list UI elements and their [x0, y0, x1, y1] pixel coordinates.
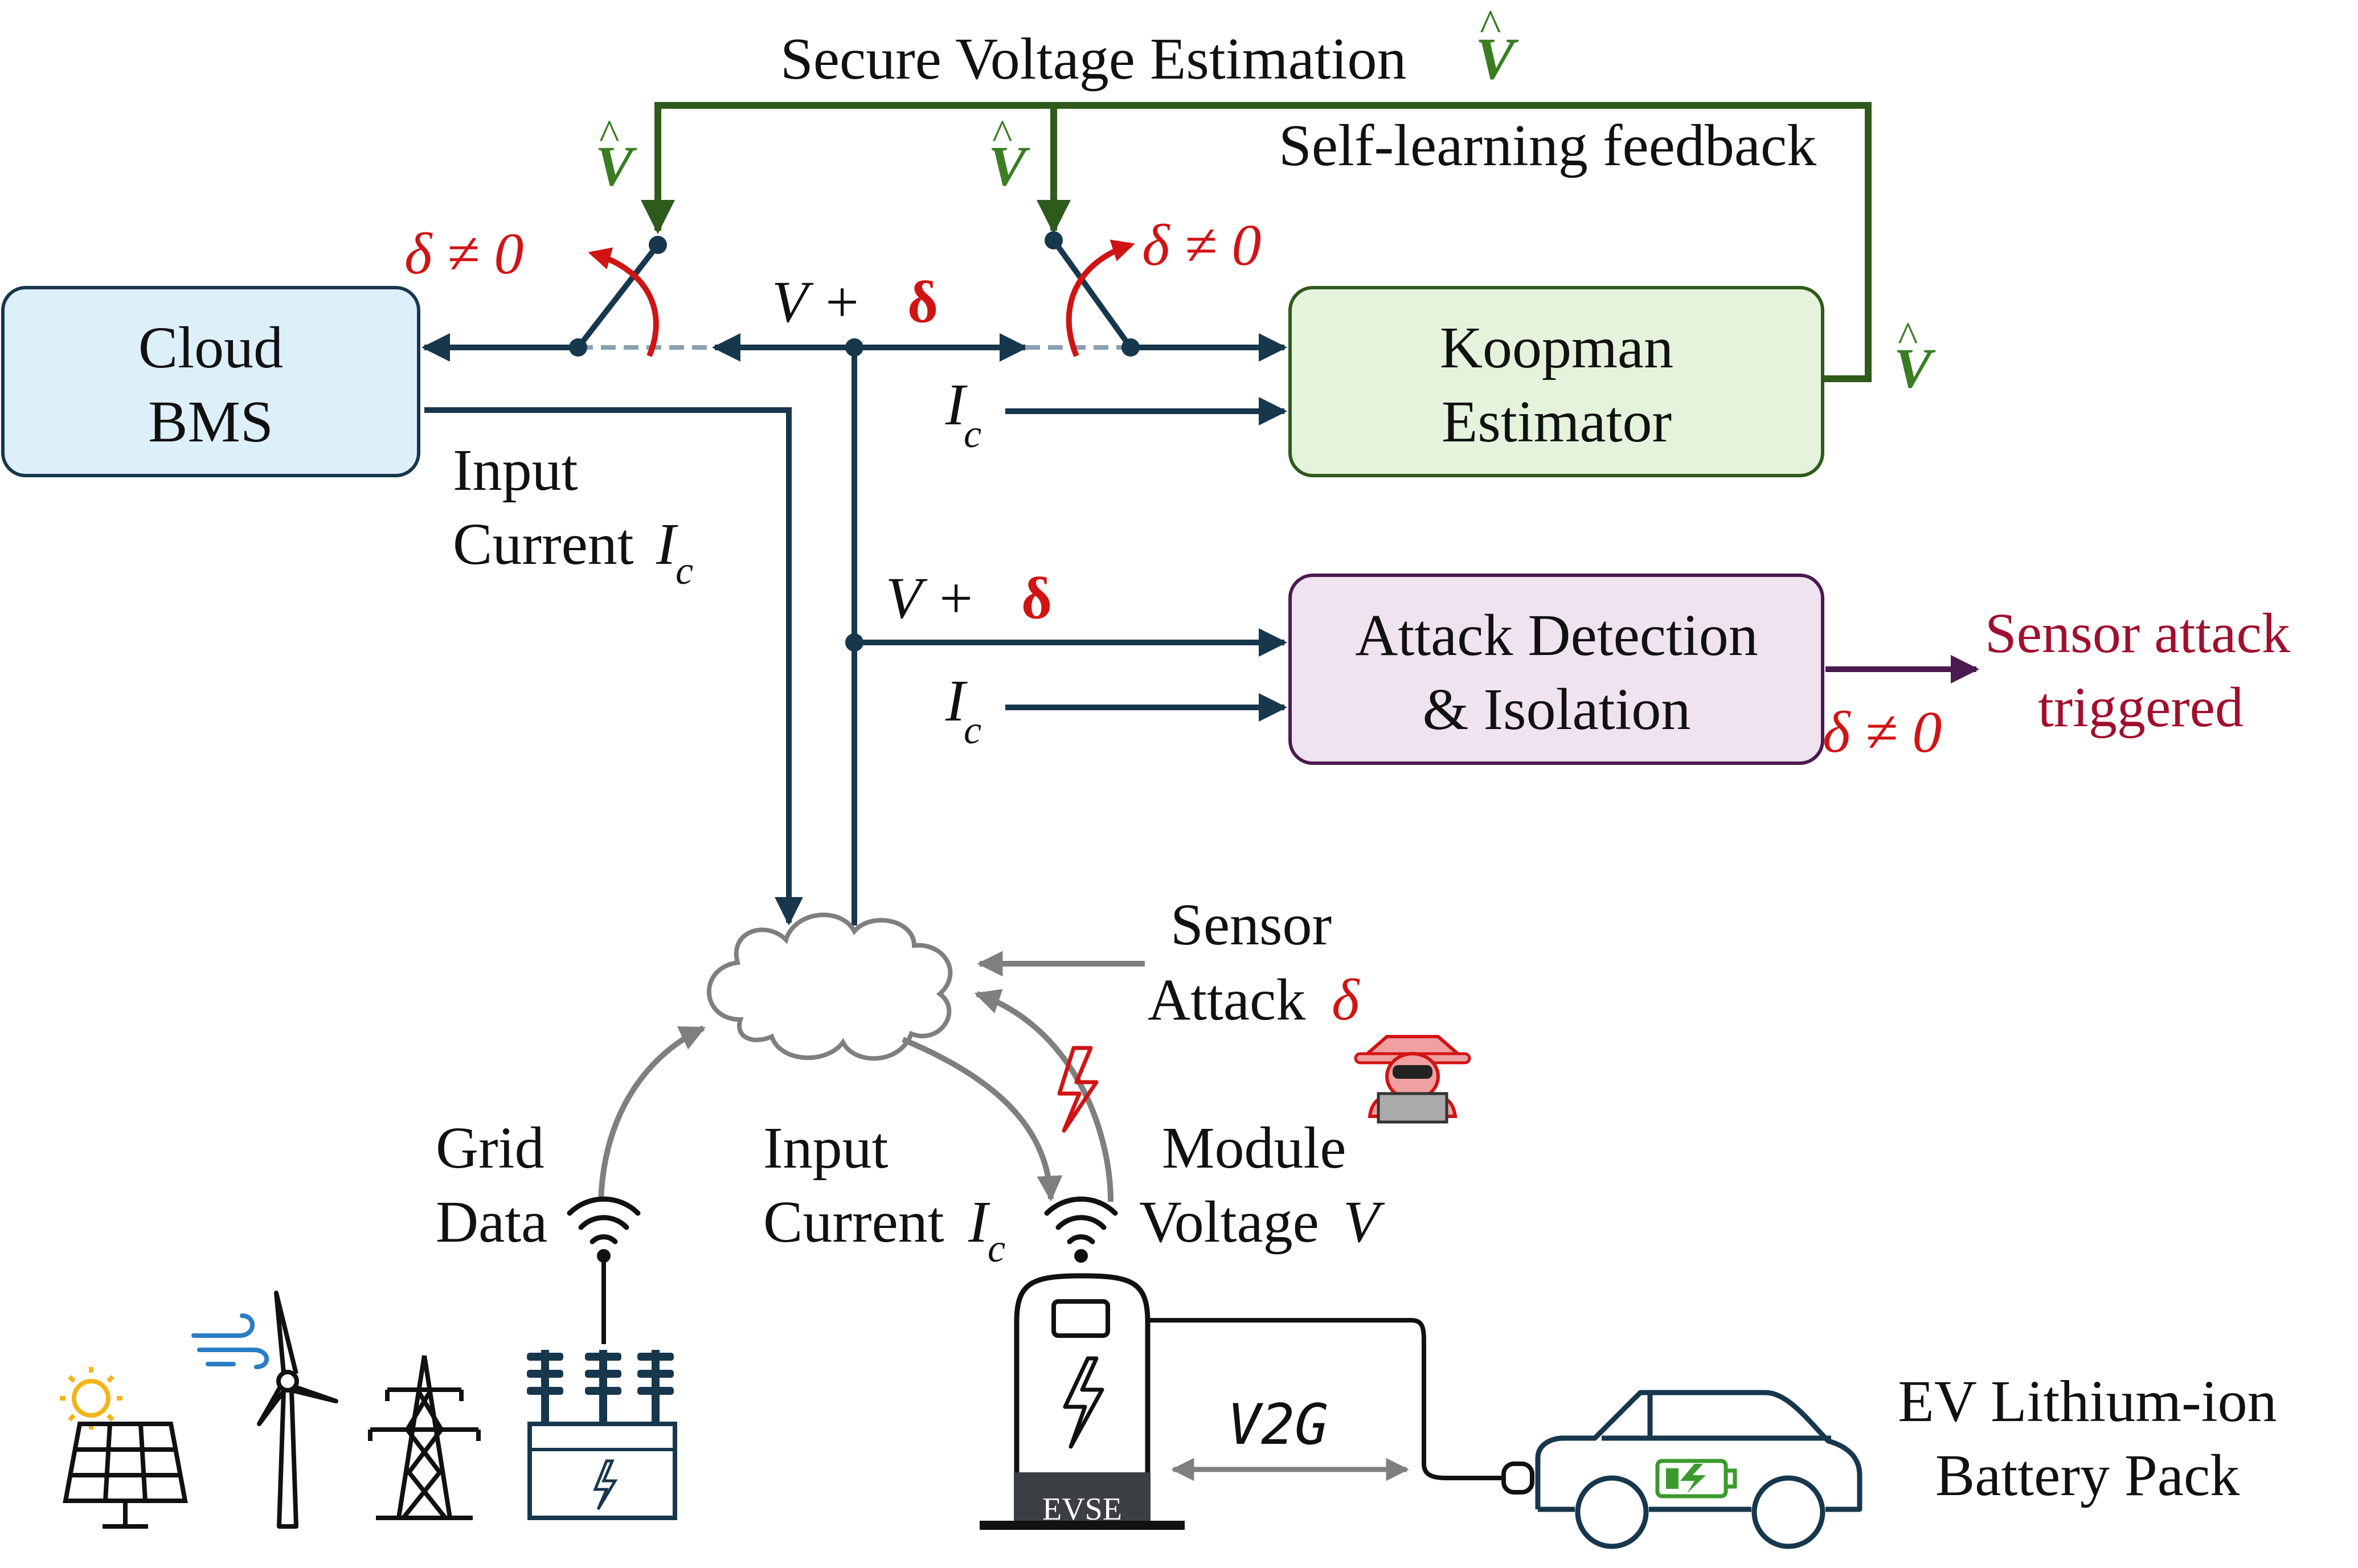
secure-voltage-title: Secure Voltage Estimation — [780, 26, 1407, 92]
sun-icon — [60, 1367, 122, 1430]
koopman-line2: Estimator — [1442, 389, 1672, 455]
svg-text:c: c — [964, 709, 981, 752]
ic-label-koopman: I c — [945, 372, 981, 456]
feedback-loop — [641, 102, 1872, 382]
svg-text:I: I — [656, 511, 678, 577]
sensor-attack-line1: Sensor — [1170, 892, 1332, 957]
cloud-icon — [707, 912, 953, 1061]
svg-text:V: V — [1343, 1189, 1385, 1255]
transmission-tower-icon — [368, 1355, 481, 1520]
delta-neq-zero-output: δ ≠ 0 — [1823, 699, 1942, 765]
ev-charger-icon: EVSE — [980, 1273, 1185, 1530]
hacker-icon — [1354, 1035, 1471, 1124]
delta-neq-zero-right: δ ≠ 0 — [1142, 212, 1261, 278]
module-voltage-label: Module Voltage V — [1139, 1115, 1385, 1255]
v2g-label: V2G — [1227, 1393, 1328, 1458]
grid-data-line2: Data — [436, 1189, 547, 1255]
evse-label: EVSE — [1042, 1492, 1122, 1527]
lightning-icon — [1057, 1046, 1099, 1133]
charging-cable — [1149, 1318, 1504, 1480]
delta-attack: δ — [1021, 566, 1052, 631]
solar-panel-icon — [63, 1422, 188, 1529]
svg-text:I: I — [945, 668, 968, 734]
svg-text:I: I — [968, 1189, 990, 1255]
svg-text:Current: Current — [763, 1189, 944, 1255]
svg-text:c: c — [964, 412, 981, 456]
self-learning-label: Self-learning feedback — [1279, 113, 1816, 178]
svg-text:Input: Input — [453, 437, 578, 503]
v-plus-top: V + — [772, 269, 862, 335]
ev-pack-line1: EV Lithium-ion — [1898, 1369, 2277, 1434]
sensor-attack-line2: Attack — [1148, 967, 1305, 1033]
ic-label-attack: I c — [945, 668, 981, 752]
input-current-field-label: Input Current I c — [763, 1115, 1005, 1271]
cloud-bms-line1: Cloud — [138, 315, 283, 380]
wind-icon — [191, 1313, 269, 1369]
svg-text:^: ^ — [1898, 313, 1918, 361]
svg-text:c: c — [676, 549, 693, 593]
v-hat-title: V — [1475, 26, 1519, 92]
svg-text:Input: Input — [763, 1115, 889, 1181]
input-current-bms-label: Input Current I c — [453, 437, 693, 593]
delta-neq-zero-left: δ ≠ 0 — [404, 221, 523, 286]
grid-data-line1: Grid — [436, 1115, 545, 1181]
koopman-estimator-block[interactable]: Koopman Estimator — [1288, 286, 1824, 477]
svg-text:Current: Current — [453, 511, 634, 577]
hat-mark: ^ — [1480, 1, 1501, 51]
wifi-icon — [1044, 1196, 1118, 1263]
svg-text:Voltage: Voltage — [1139, 1189, 1319, 1255]
v-hat-left: V — [595, 134, 637, 198]
svg-text:^: ^ — [599, 111, 620, 159]
grid-data-arrow — [598, 1025, 706, 1202]
cloud-to-evse-arrow — [902, 1037, 1063, 1202]
transformer-icon — [527, 1350, 677, 1520]
v-plus-attack: V + — [886, 566, 976, 631]
battery-icon — [1655, 1459, 1737, 1499]
sensor-attack-out-line1: Sensor attack — [1985, 601, 2290, 665]
wind-turbine-icon — [257, 1291, 338, 1529]
junction-dots — [845, 338, 863, 652]
svg-text:c: c — [988, 1227, 1005, 1271]
cloud-bms-line2: BMS — [148, 389, 273, 455]
v-hat-right: V — [988, 134, 1030, 198]
car-icon — [1535, 1390, 1862, 1549]
attack-detection-line1: Attack Detection — [1355, 603, 1758, 668]
ev-pack-line2: Battery Pack — [1935, 1443, 2240, 1508]
plug-icon — [1501, 1461, 1534, 1495]
koopman-line1: Koopman — [1440, 315, 1673, 380]
attack-detection-line2: & Isolation — [1423, 677, 1691, 742]
cloud-bms-block[interactable]: Cloud BMS — [1, 286, 420, 477]
sensor-attack-out-line2: triggered — [2038, 675, 2244, 739]
switch-left[interactable] — [569, 236, 667, 357]
attack-detection-block[interactable]: Attack Detection & Isolation — [1288, 574, 1824, 765]
delta-top: δ — [907, 269, 938, 335]
svg-text:Module: Module — [1162, 1115, 1346, 1181]
svg-text:I: I — [945, 372, 968, 437]
v-hat-koopman-out: V — [1894, 337, 1936, 400]
sensor-attack-delta: δ — [1332, 967, 1360, 1033]
svg-text:^: ^ — [992, 111, 1013, 159]
wifi-icon — [567, 1196, 641, 1263]
switch-right[interactable] — [1045, 231, 1140, 357]
